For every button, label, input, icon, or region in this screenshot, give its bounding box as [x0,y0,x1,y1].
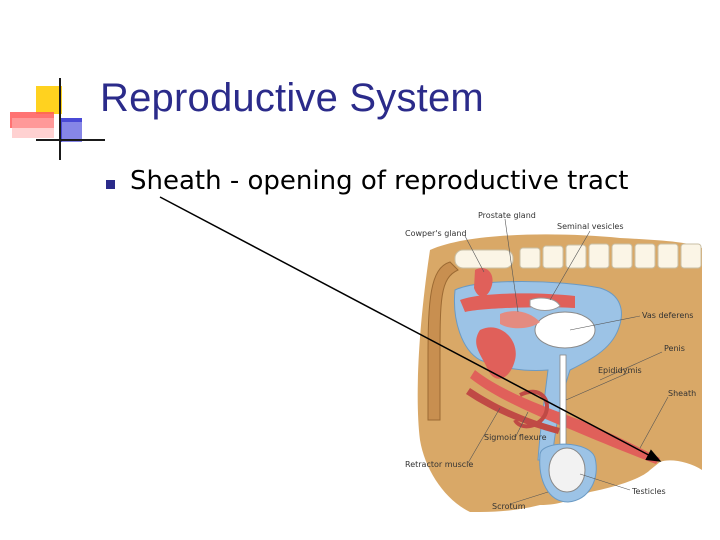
label-retractor-muscle: Retractor muscle [405,460,473,469]
title-decoration [10,78,105,160]
vertebrae [454,243,702,269]
testicle [548,447,586,493]
cowpers-gland [474,267,493,297]
seminal-vesicles [529,297,561,311]
label-sheath: Sheath [668,389,696,398]
label-epididymis: Epididymis [598,366,642,375]
bullet-text: Sheath - opening of reproductive tract [130,166,629,196]
sigmoid-flexure [513,389,549,429]
deco-yellow-square [36,86,62,114]
label-prostate-gland: Prostate gland [478,211,536,220]
pointer-arrow-line [159,196,662,462]
deco-blue-square-light [62,122,82,142]
prostate-gland [500,311,540,329]
tail [427,261,459,421]
anatomy-diagram: Prostate gland Cowper's gland Seminal ve… [405,211,702,512]
urethra-loop [476,327,516,379]
label-penis: Penis [664,344,685,353]
bullet-square-icon [106,180,115,189]
slide-title: Reproductive System [100,76,484,120]
label-scrotum: Scrotum [492,502,526,511]
label-sigmoid-flexure: Sigmoid flexure [484,433,547,442]
leader-lines [464,218,669,505]
bladder [534,311,596,349]
deco-red-bar-light [12,118,54,138]
label-testicles: Testicles [631,487,666,496]
label-vas-deferens: Vas deferens [642,311,693,320]
label-seminal-vesicles: Seminal vesicles [557,222,624,231]
label-cowpers-gland: Cowper's gland [405,229,467,238]
